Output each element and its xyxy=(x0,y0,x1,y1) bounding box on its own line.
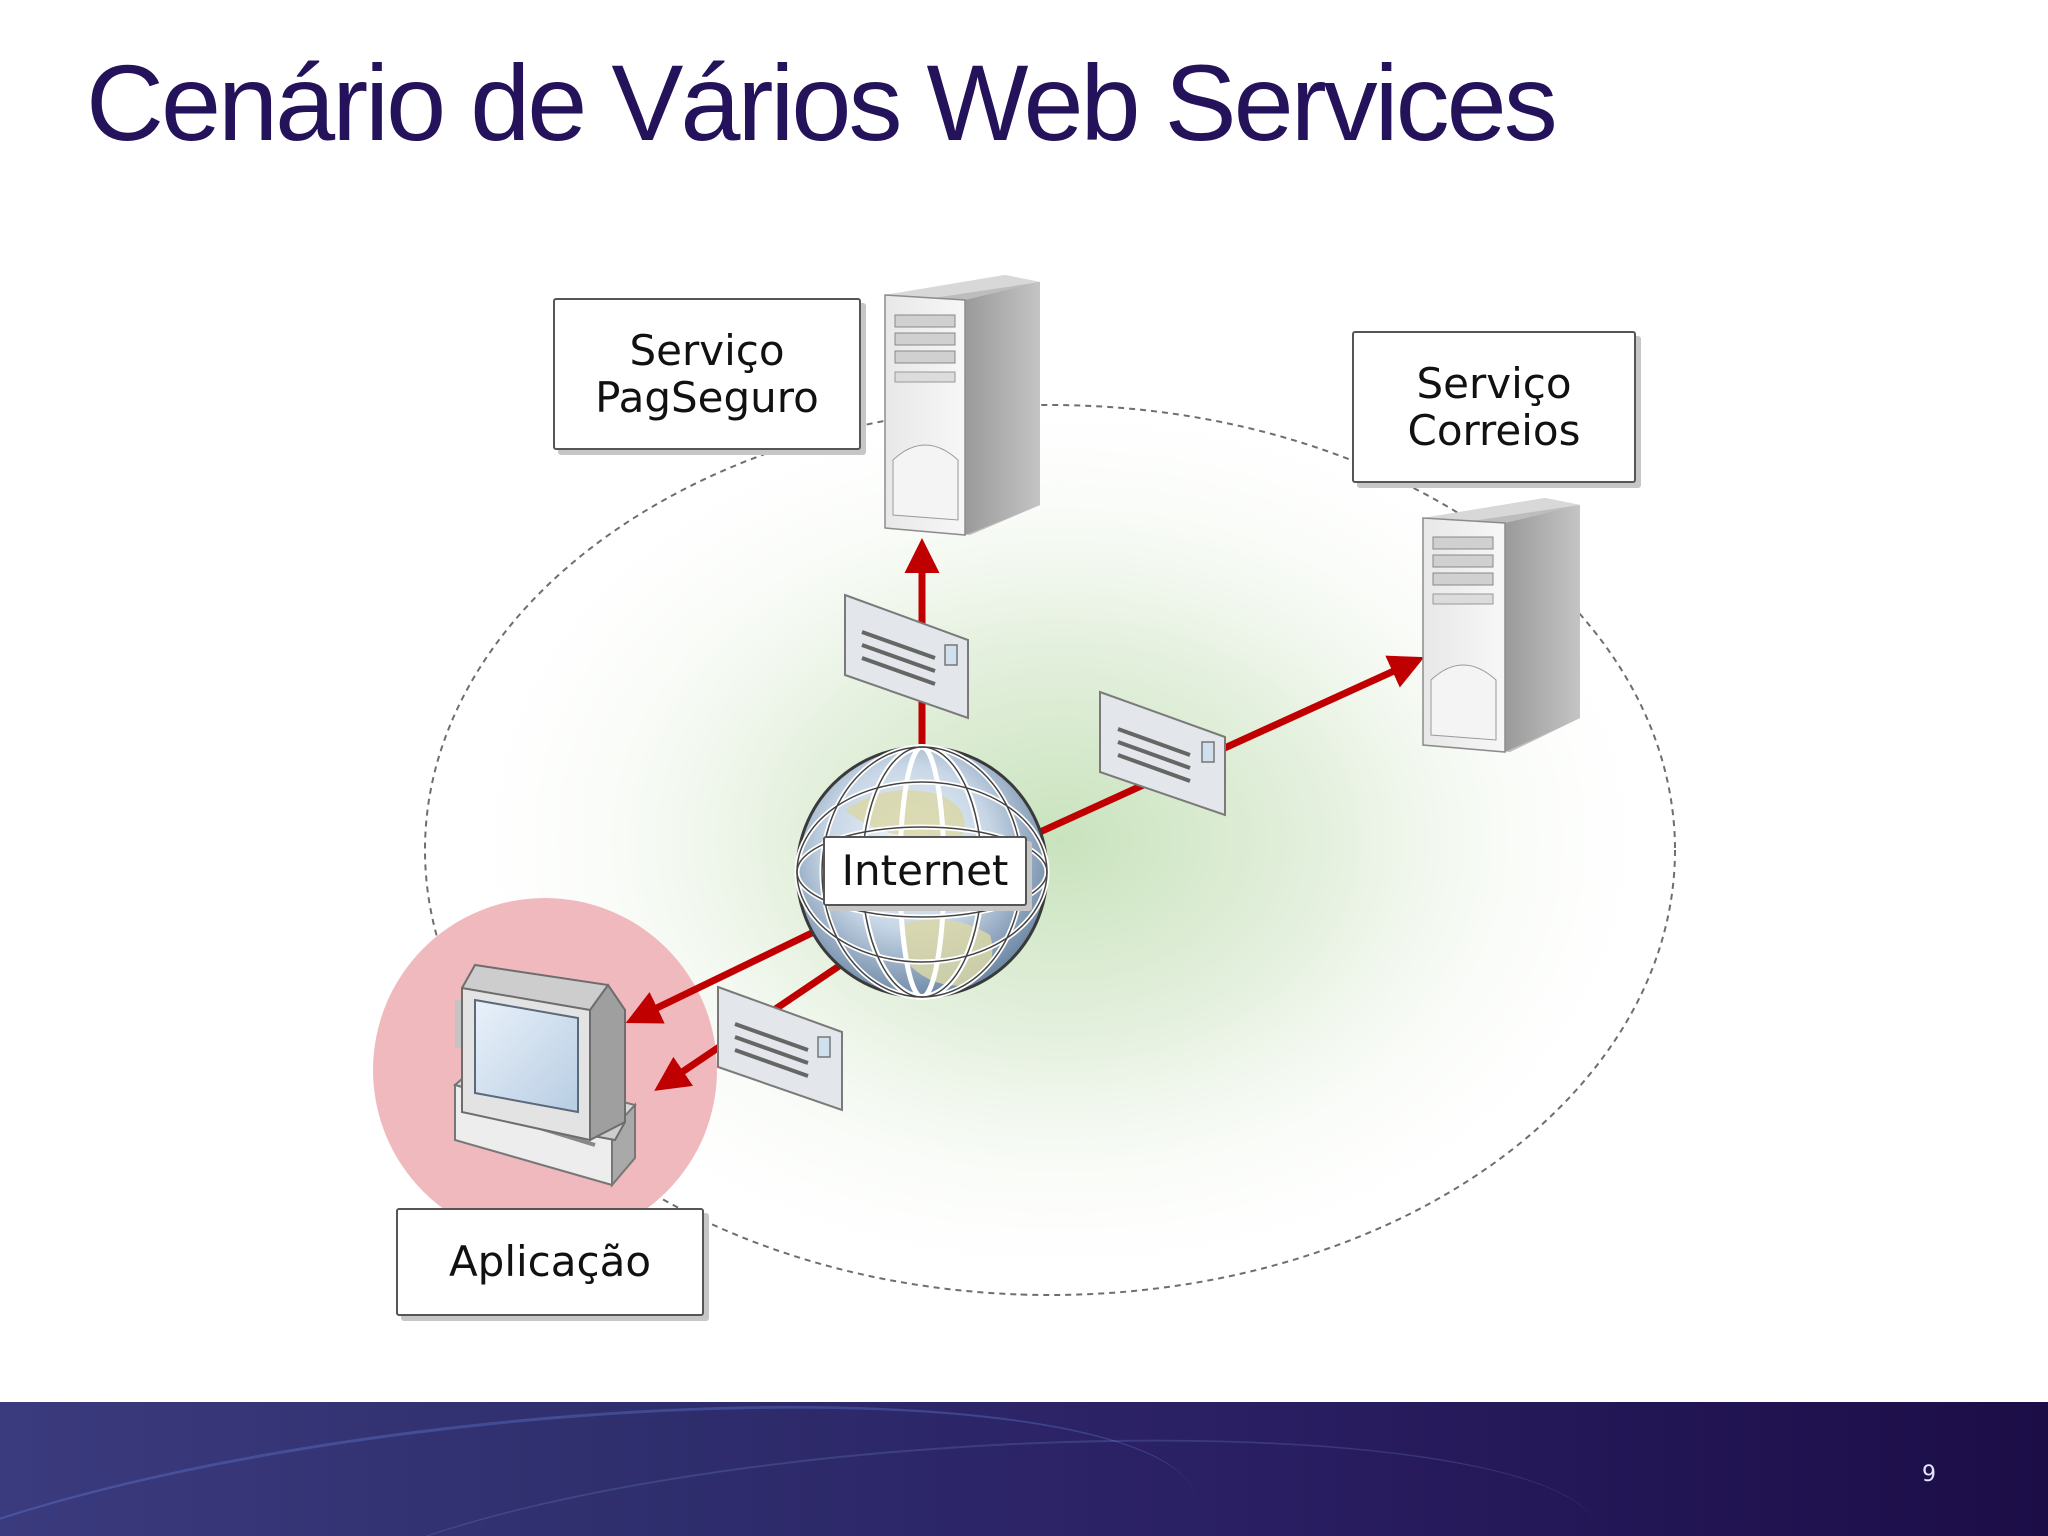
label-service-correios-line2: Correios xyxy=(1407,406,1581,455)
network-diagram xyxy=(373,275,1680,1300)
computer-icon xyxy=(452,963,637,1188)
label-service-pagseguro-line2: PagSeguro xyxy=(595,373,819,422)
page-number: 9 xyxy=(1922,1462,1936,1487)
label-service-pagseguro-line1: Serviço xyxy=(629,325,785,375)
server-pagseguro-icon xyxy=(884,275,1040,536)
label-service-pagseguro: Serviço PagSeguro xyxy=(553,298,861,450)
label-internet: Internet xyxy=(823,836,1027,906)
message-envelope-correios xyxy=(1099,690,1226,817)
label-application: Aplicação xyxy=(396,1208,704,1316)
label-service-correios: Serviço Correios xyxy=(1352,331,1636,483)
label-service-correios-line1: Serviço xyxy=(1416,358,1572,408)
footer-band xyxy=(0,1402,2048,1536)
server-correios-icon xyxy=(1422,498,1580,753)
arrow-to-correios xyxy=(1038,655,1425,836)
label-application-text: Aplicação xyxy=(448,1237,652,1287)
slide-title: Cenário de Vários Web Services xyxy=(86,42,1558,163)
network-boundary xyxy=(424,404,1676,1296)
label-internet-text: Internet xyxy=(841,846,1009,896)
message-envelope-pagseguro xyxy=(844,593,969,720)
arrow-to-application xyxy=(625,926,820,1024)
message-envelope-application xyxy=(717,985,843,1112)
